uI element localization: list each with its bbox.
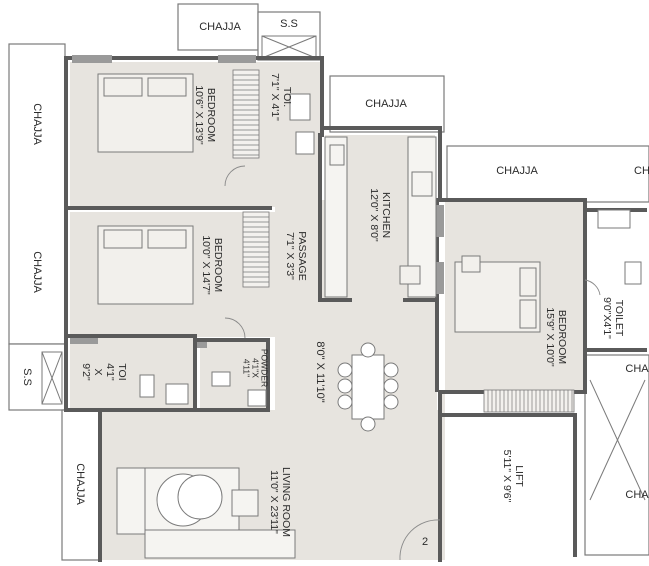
chajja-right-label: CHAJJA <box>496 165 538 177</box>
chajja-right-cut-label: CH <box>634 165 649 177</box>
passage-size: 7'1" X 3'3" <box>284 232 296 280</box>
living-label: LIVING ROOM 11'0" X 23'11" <box>268 467 292 537</box>
bedroom3-label: BEDROOM 15'9" X 10'0" <box>544 307 568 366</box>
bedroom3-name: BEDROOM <box>556 309 568 365</box>
toilet3-label: TOILET 9'0"X4'1" <box>601 297 625 339</box>
chajja-right <box>446 145 649 203</box>
chajja-right-small-label: CHA <box>625 363 649 375</box>
powder-size: 4'1"X <box>250 358 261 378</box>
living-size: 11'0" X 23'11" <box>268 470 280 534</box>
bedroom3-size: 15'9" X 10'0" <box>544 307 556 367</box>
toilet1-size: 7'1" X 4'1" <box>269 73 281 121</box>
lift-size: 5'11" X 9'6" <box>501 449 513 503</box>
lift-name: LIFT <box>513 465 525 487</box>
passage-label: PASSAGE 7'1" X 3'3" <box>284 231 308 280</box>
chajja-top-label: CHAJJA <box>199 21 241 33</box>
ss-left <box>8 343 66 411</box>
chajja-left-top-label: CHAJJA <box>31 103 43 145</box>
chajja-mid <box>329 75 445 133</box>
powder-name: POWDER <box>259 348 270 388</box>
toilet2-size2: 9'2" <box>80 363 92 381</box>
bedroom1-name: BEDROOM <box>205 87 217 143</box>
toilet2-size: 4'1" <box>104 363 116 381</box>
toilet2-label: TOI 4'1" X 9'2" <box>80 363 128 380</box>
kitchen-label: KITCHEN 12'0" X 8'0" <box>368 188 392 242</box>
chajja-top <box>177 3 259 51</box>
passage-name: PASSAGE <box>296 231 308 281</box>
bedroom2-size: 10'0" X 14'7" <box>200 235 212 295</box>
kitchen-name: KITCHEN <box>380 191 392 239</box>
door-number: 2 <box>421 536 429 548</box>
chajja-right-small2-label: CHA <box>625 489 649 501</box>
ss-left-label: S.S <box>21 368 33 386</box>
chajja-left-strip <box>8 43 66 345</box>
bedroom1-label: BEDROOM 10'6" X 13'9" <box>193 85 217 144</box>
powder-size2: 4'11" <box>241 358 252 378</box>
toilet1-label: TOI. 7'1" X 4'1" <box>269 73 293 121</box>
bedroom2-name: BEDROOM <box>212 237 224 293</box>
chajja-mid-label: CHAJJA <box>365 98 407 110</box>
right-lower-box <box>584 354 649 556</box>
ss-top-label: S.S <box>280 18 298 30</box>
toilet2-name: TOI <box>116 363 128 381</box>
toilet1-name: TOI. <box>281 86 293 108</box>
bedroom1-size: 10'6" X 13'9" <box>193 85 205 145</box>
living-name: LIVING ROOM <box>280 466 292 538</box>
bedroom2-label: BEDROOM 10'0" X 14'7" <box>200 235 224 294</box>
kitchen-size: 12'0" X 8'0" <box>368 188 380 242</box>
powder-label: POWDER 4'1"X 4'11" <box>241 348 270 388</box>
toilet3-name: TOILET <box>613 299 625 337</box>
toilet2-x: X <box>92 368 104 376</box>
dining-size: 8'0" X 11'10" <box>314 341 326 403</box>
chajja-left-bottom-label: CHAJJA <box>74 463 86 505</box>
chajja-left-mid-label: CHAJJA <box>31 251 43 293</box>
toilet3-size: 9'0"X4'1" <box>601 297 613 339</box>
lift-label: LIFT 5'11" X 9'6" <box>501 450 525 503</box>
